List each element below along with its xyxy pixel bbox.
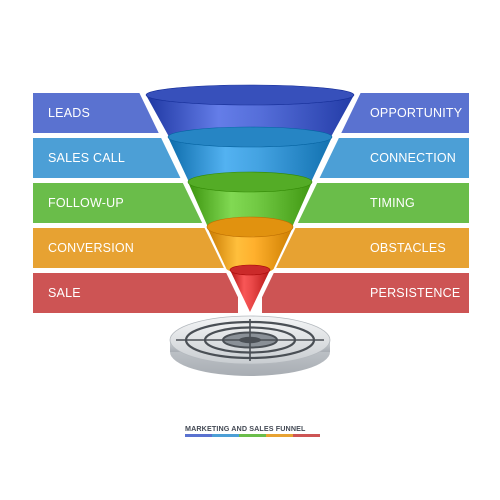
stage-label-left-5: SALE (48, 286, 81, 300)
caption-color-segment-5 (293, 434, 320, 437)
stage-label-left-3: FOLLOW-UP (48, 196, 124, 210)
diagram-caption: MARKETING AND SALES FUNNEL (185, 424, 306, 433)
stage-label-right-5: PERSISTENCE (370, 286, 461, 300)
funnel-segment-1-top (145, 84, 355, 106)
caption-color-segment-1 (185, 434, 212, 437)
funnel-segment-3-top (187, 171, 313, 193)
funnel-segment-5 (230, 270, 270, 312)
right-band-5 (262, 273, 469, 313)
caption-color-segment-2 (212, 434, 239, 437)
caption-color-bar (185, 434, 320, 437)
funnel (145, 84, 355, 312)
stage-label-left-1: LEADS (48, 106, 90, 120)
funnel-segment-5-top (229, 264, 271, 276)
caption-color-segment-3 (239, 434, 266, 437)
stage-label-right-4: OBSTACLES (370, 241, 446, 255)
funnel-segment-4 (207, 227, 293, 274)
stage-label-left-2: SALES CALL (48, 151, 126, 165)
stage-label-right-1: OPPORTUNITY (370, 106, 463, 120)
caption-color-segment-4 (266, 434, 293, 437)
funnel-segment-4-top (206, 216, 294, 238)
stage-label-right-2: CONNECTION (370, 151, 457, 165)
stage-label-right-3: TIMING (370, 196, 415, 210)
stage-label-left-4: CONVERSION (48, 241, 135, 255)
right-band-4 (262, 228, 469, 268)
target-platform (169, 315, 331, 376)
funnel-segment-2-top (167, 126, 333, 148)
left-band-5 (33, 273, 238, 313)
funnel-segment-3 (188, 182, 312, 232)
left-band-4 (33, 228, 238, 268)
